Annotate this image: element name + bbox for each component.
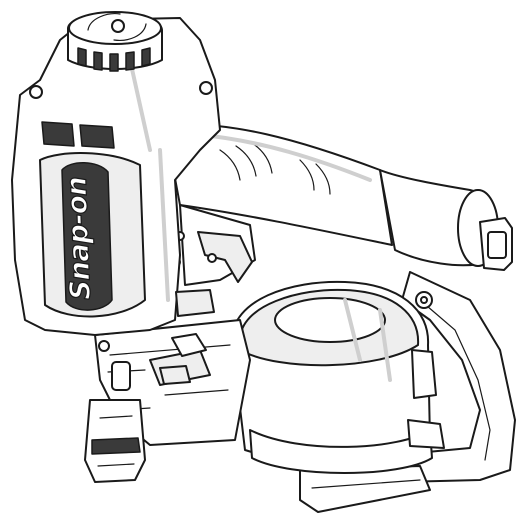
nose-teeth bbox=[91, 437, 141, 455]
handle-highlight bbox=[198, 133, 372, 182]
lower-lever bbox=[159, 365, 191, 385]
canister-latch bbox=[411, 349, 437, 399]
nose-detail bbox=[97, 415, 135, 467]
canister-bottom-rim bbox=[249, 429, 433, 474]
side-vent-left bbox=[41, 121, 75, 147]
base-plate-edge bbox=[311, 479, 421, 489]
body-screw-1 bbox=[29, 85, 43, 99]
air-fitting-nut bbox=[487, 231, 507, 259]
exhaust-vents bbox=[77, 47, 151, 72]
side-vent-right bbox=[79, 124, 115, 149]
logo-text: Snap-on bbox=[60, 177, 97, 301]
logo-badge bbox=[61, 162, 113, 311]
feed-slot bbox=[111, 361, 131, 391]
exhaust-rotate-arrows-icon bbox=[87, 13, 147, 41]
handle bbox=[164, 123, 393, 246]
feed-screw bbox=[98, 340, 110, 352]
canister-highlight bbox=[343, 298, 392, 382]
canister-top-dome bbox=[274, 297, 386, 343]
trigger bbox=[197, 231, 253, 283]
body-screw-2 bbox=[199, 81, 213, 95]
depth-adjust-lever bbox=[171, 333, 207, 357]
body-highlight bbox=[128, 58, 170, 302]
trigger-pin-3 bbox=[207, 253, 217, 263]
depth-adjust-knob bbox=[175, 289, 215, 317]
bracket-inner-line bbox=[419, 299, 491, 461]
canister-lower-latch bbox=[407, 419, 445, 449]
exhaust-center-screw bbox=[111, 19, 125, 33]
handle-grip-lines bbox=[219, 142, 331, 195]
brand-logo: Snap-on bbox=[59, 162, 113, 311]
bracket-bolt-inner bbox=[420, 296, 428, 304]
